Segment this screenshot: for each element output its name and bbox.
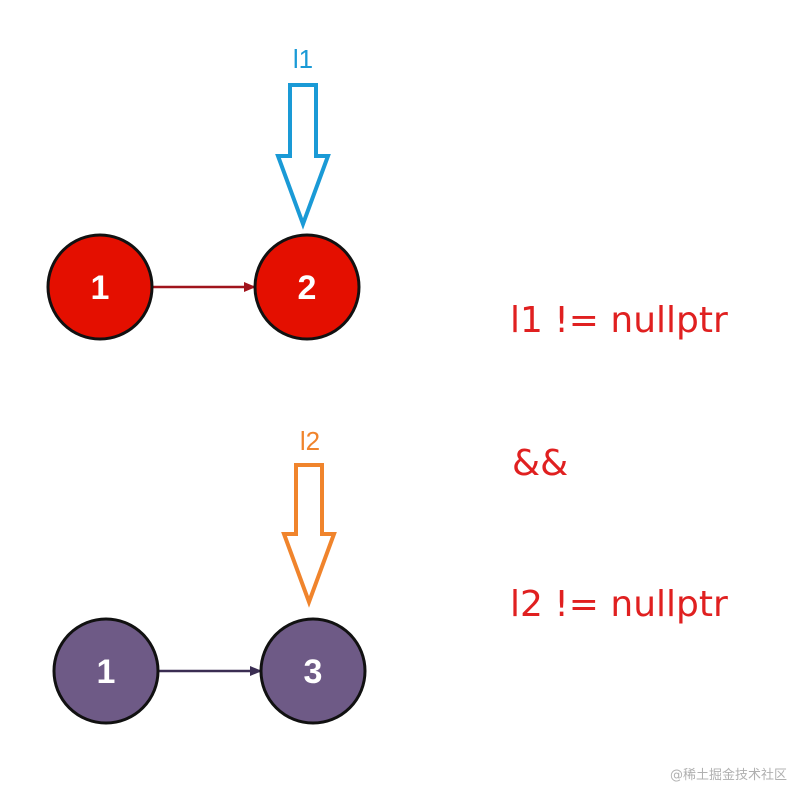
watermark: @稀土掘金技术社区 [669,768,787,783]
l2-node-1 [52,617,160,725]
l2-node-3 [259,617,367,725]
condition-l1-not-null: l1 != nullptr [510,300,728,341]
l1-node-1-label: 1 [91,269,110,307]
l1-node-1 [46,233,154,341]
l1-pointer-label: l1 [293,44,313,74]
l2-pointer-arrow [281,463,337,608]
l1-node-2-label: 2 [298,269,317,307]
l1-pointer-arrow [275,83,331,230]
l1-node-2 [253,233,361,341]
l2-pointer-label: l2 [300,426,320,456]
condition-and-operator: && [512,443,569,484]
condition-l2-not-null: l2 != nullptr [510,584,728,625]
l2-node-3-label: 3 [304,653,323,691]
l2-node-1-label: 1 [97,653,116,691]
